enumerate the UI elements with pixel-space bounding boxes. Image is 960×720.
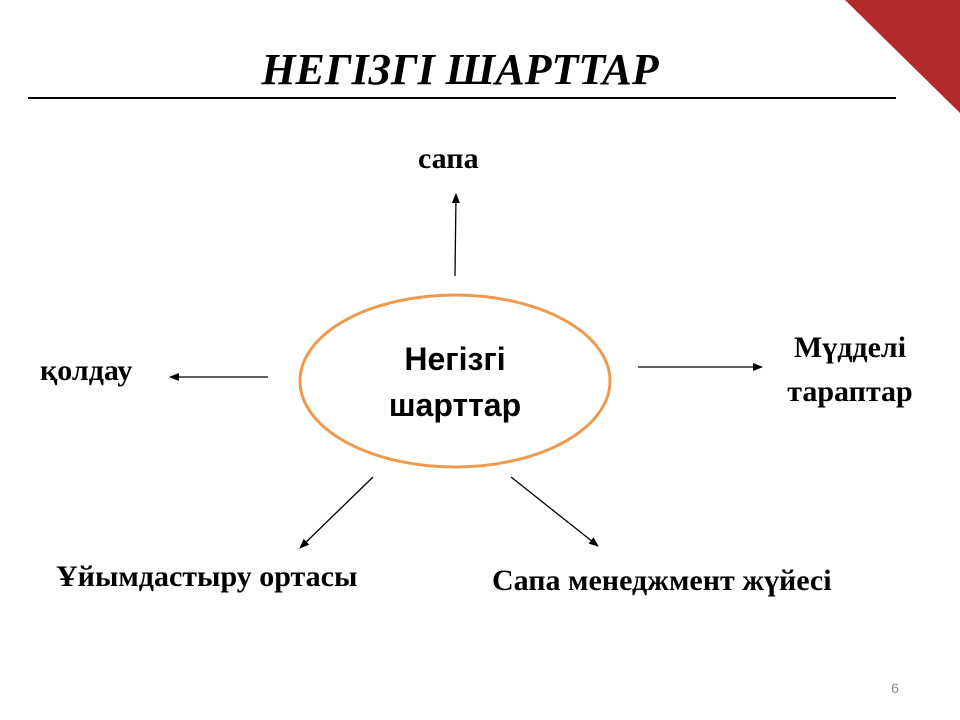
node-bottom-left: Ұйымдастыру ортасы	[56, 560, 358, 593]
center-line-1: Негізгі	[404, 341, 506, 377]
node-right-line-1: Мүдделі	[793, 331, 907, 364]
arrow-down-left	[299, 476, 374, 549]
arrow-down-right	[510, 476, 599, 547]
node-right: Мүдделі тараптар	[770, 326, 930, 414]
center-ellipse	[298, 293, 612, 469]
page-number: 6	[891, 680, 899, 696]
node-right-line-2: тараптар	[787, 375, 913, 408]
slide-title: НЕГІЗГІ ШАРТТАР	[261, 45, 659, 94]
title-divider	[28, 97, 896, 99]
node-left: қолдау	[40, 354, 133, 387]
node-top: сапа	[418, 142, 479, 175]
corner-triangle	[845, 0, 960, 113]
center-line-2: шарттар	[388, 387, 522, 423]
node-bottom-right: Сапа менеджмент жүйесі	[492, 564, 832, 597]
center-node-label: Негізгі шарттар	[300, 336, 610, 428]
arrow-up	[451, 193, 460, 277]
